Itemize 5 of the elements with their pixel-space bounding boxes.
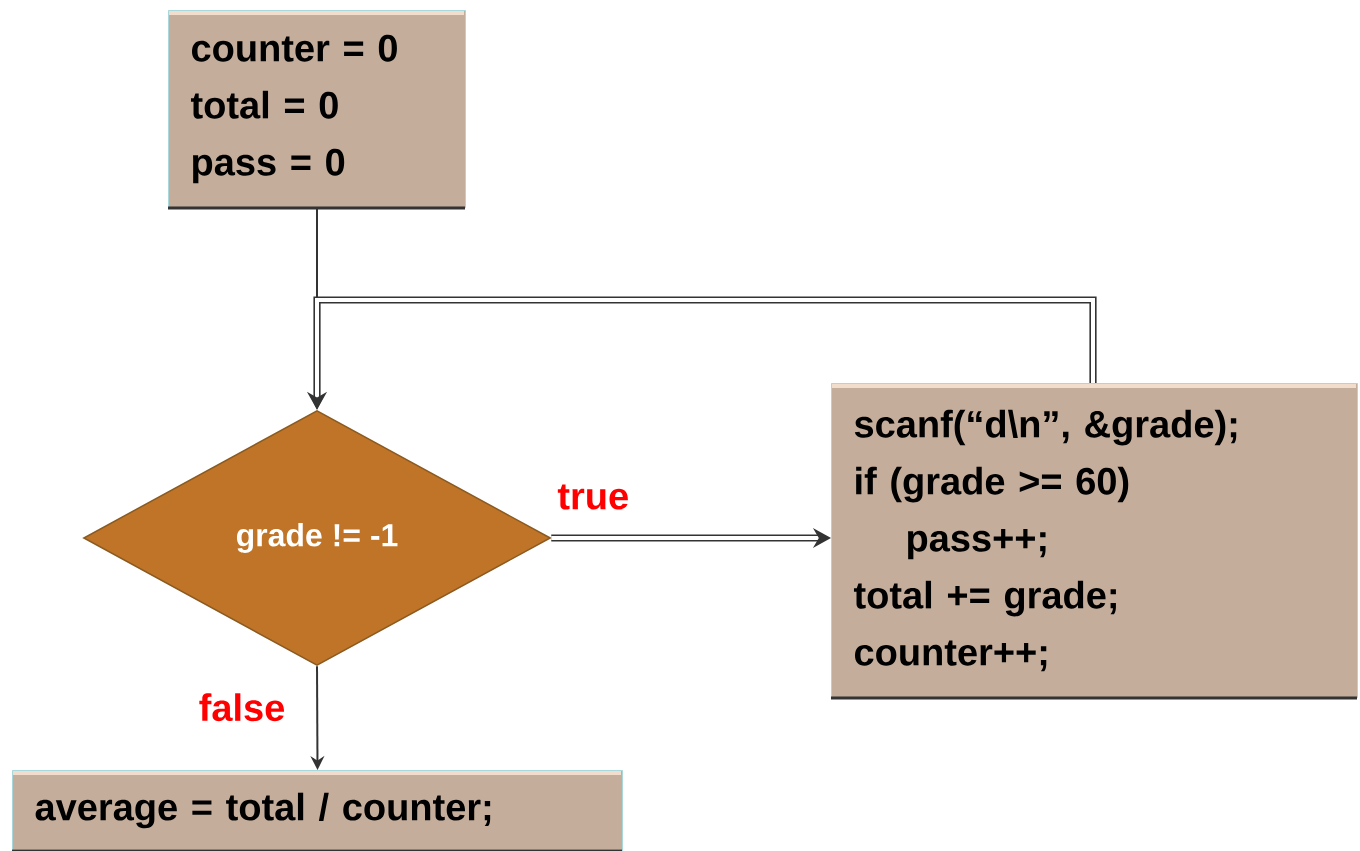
process-box: average = total / counter; xyxy=(12,770,623,851)
process-box: counter = 0 total = 0 pass = 0 xyxy=(168,10,466,210)
edge-label: false xyxy=(199,693,284,722)
process-box: scanf(“d\n”, &grade); if (grade >= 60) pass++; total += grade; counter++; xyxy=(831,383,1358,700)
edge-label: true xyxy=(557,484,628,510)
